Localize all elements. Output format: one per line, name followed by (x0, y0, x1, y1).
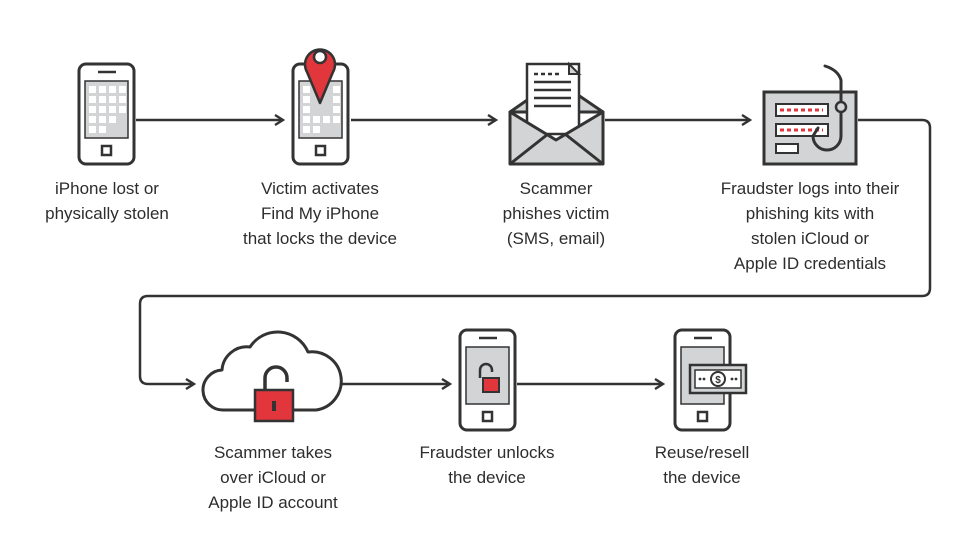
step-3-line-2: phishes victim (502, 204, 610, 223)
step-3-line-3: (SMS, email) (506, 229, 606, 248)
iphone-cash-icon: $ (673, 328, 748, 432)
step-4-line-2: phishing kits with (745, 204, 875, 223)
step-5-line-3: Apple ID account (208, 493, 338, 512)
step-5-line-2: over iCloud or (220, 468, 326, 487)
step-4-line-3: stolen iCloud or (750, 229, 870, 248)
fishing-hook-icon (811, 64, 843, 152)
step-2-line-2: Find My iPhone (260, 204, 380, 223)
step-4-line-4: Apple ID credentials (733, 254, 887, 273)
step-1-label: iPhone lost or physically stolen (27, 176, 187, 226)
step-7-line-2: the device (663, 468, 741, 487)
step-1-line-1: iPhone lost or (55, 179, 159, 198)
step-1-line-2: physically stolen (45, 204, 169, 223)
step-5-line-1: Scammer takes (213, 443, 333, 462)
connector-arrows (136, 118, 932, 384)
step-3-label: Scammer phishes victim (SMS, email) (476, 176, 636, 251)
step-3-line-1: Scammer (519, 179, 593, 198)
phishing-envelope-icon (508, 61, 605, 166)
phishing-kit-hook-icon (762, 64, 858, 166)
arrow-step4-to-step5 (138, 118, 932, 384)
padlock-body (253, 388, 295, 423)
step-2-label: Victim activates Find My iPhone that loc… (225, 176, 415, 251)
iphone-unlocked-icon (458, 328, 517, 432)
step-7-label: Reuse/resell the device (627, 440, 777, 490)
location-pin-icon (303, 48, 337, 105)
step-4-line-1: Fraudster logs into their (720, 179, 900, 198)
step-7-line-1: Reuse/resell (654, 443, 750, 462)
iphone-icon (77, 62, 136, 166)
step-2-line-1: Victim activates (261, 179, 379, 198)
step-6-line-2: the device (448, 468, 526, 487)
step-6-line-1: Fraudster unlocks (419, 443, 555, 462)
step-5-label: Scammer takes over iCloud or Apple ID ac… (188, 440, 358, 515)
step-4-label: Fraudster logs into their phishing kits … (700, 176, 920, 276)
cloud-padlock-icon (201, 330, 343, 423)
padlock-shackle (263, 365, 289, 390)
step-6-label: Fraudster unlocks the device (402, 440, 572, 490)
step-2-line-3: that locks the device (242, 229, 398, 248)
iphone-location-pin-icon (291, 48, 350, 166)
svg-text:$: $ (715, 375, 721, 386)
